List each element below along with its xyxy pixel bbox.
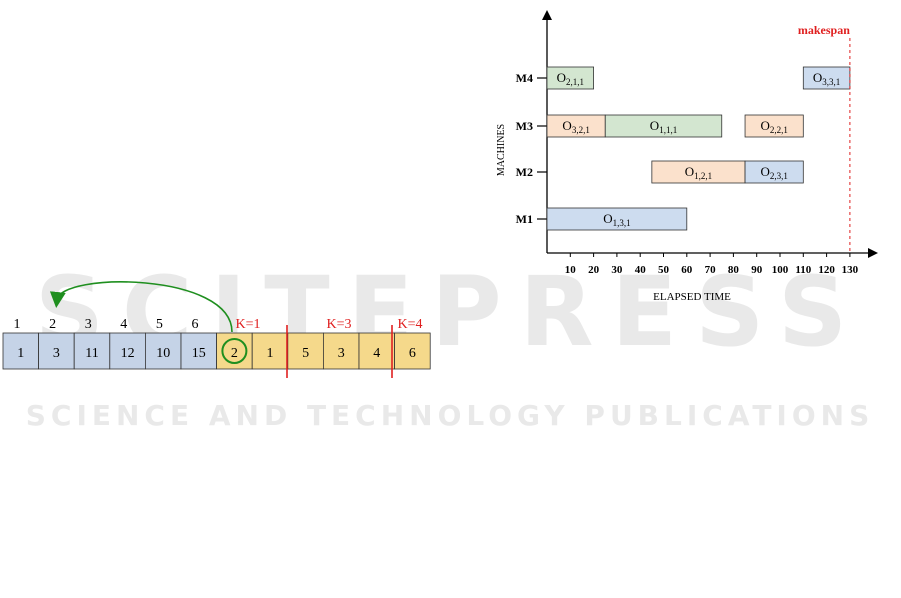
x-tick-label: 40 [635,264,647,276]
position-label: 1 [14,317,21,332]
machine-label: M3 [516,119,533,133]
operation-symbol: O [685,164,694,179]
position-label: 4 [120,317,127,332]
k-labels: K=1 K=3 K=4 [235,317,422,332]
operation-subscript: 3,2,1 [572,125,590,135]
chromosome-cell-value: 2 [231,346,238,361]
operation-subscript: 2,2,1 [770,125,788,135]
operation-symbol: O [557,70,566,85]
watermark-subtitle: SCIENCE AND TECHNOLOGY PUBLICATIONS [26,399,875,432]
chromosome-cell-value: 10 [156,346,170,361]
x-axis-arrow [868,248,878,258]
chromosome-cell-value: 1 [267,346,274,361]
x-tick-label: 60 [681,264,693,276]
operation-symbol: O [760,164,769,179]
chromosome-cell-value: 5 [302,346,309,361]
x-tick-label: 20 [588,264,600,276]
swap-arrow [57,282,232,332]
machine-label: M1 [516,212,533,226]
x-tick-label: 80 [728,264,740,276]
operation-subscript: 1,3,1 [613,218,631,228]
x-tick-label: 30 [611,264,623,276]
gantt-x-ticks: 10 20 30 40 50 60 70 80 90 100 110 120 130 [565,253,859,276]
position-label: 3 [85,317,92,332]
k-label: K=3 [326,317,351,332]
operation-symbol: O [813,70,822,85]
x-tick-label: 50 [658,264,670,276]
operation-subscript: 2,1,1 [566,77,584,87]
y-axis-title: MACHINES [496,124,507,176]
x-tick-label: 100 [772,264,789,276]
chromosome-cell-value: 15 [192,346,206,361]
x-tick-label: 130 [842,264,859,276]
position-label: 6 [192,317,199,332]
x-tick-label: 10 [565,264,577,276]
position-label: 5 [156,317,163,332]
chromosome-cell-value: 3 [53,346,60,361]
operation-symbol: O [562,118,571,133]
x-tick-label: 120 [818,264,835,276]
y-axis-arrow [542,10,552,20]
operation-subscript: 2,3,1 [770,171,788,181]
operation-symbol: O [650,118,659,133]
position-label: 2 [49,317,56,332]
x-axis-title: ELAPSED TIME [653,291,731,303]
chromosome-cell-value: 1 [17,346,24,361]
operation-symbol: O [760,118,769,133]
chromosome-cell-value: 12 [121,346,135,361]
x-tick-label: 70 [705,264,717,276]
gantt-machine-labels: M1 M2 M3 M4 [516,71,547,226]
operation-subscript: 3,3,1 [822,77,840,87]
chromosome-cell-value: 3 [338,346,345,361]
k-label: K=1 [235,317,260,332]
operation-subscript: 1,1,1 [659,125,677,135]
k-label: K=4 [397,317,422,332]
x-tick-label: 110 [795,264,811,276]
makespan-line: makespan [798,23,850,253]
makespan-label: makespan [798,23,850,37]
machine-label: M4 [516,71,533,85]
operation-subscript: 1,2,1 [694,171,712,181]
chromosome-cell-value: 6 [409,346,416,361]
position-labels: 1 2 3 4 5 6 [14,317,199,332]
x-tick-label: 90 [751,264,763,276]
chromosome-cell-value: 4 [373,346,380,361]
chromosome-cell-value: 11 [85,346,98,361]
machine-label: M2 [516,165,533,179]
operation-symbol: O [603,211,612,226]
